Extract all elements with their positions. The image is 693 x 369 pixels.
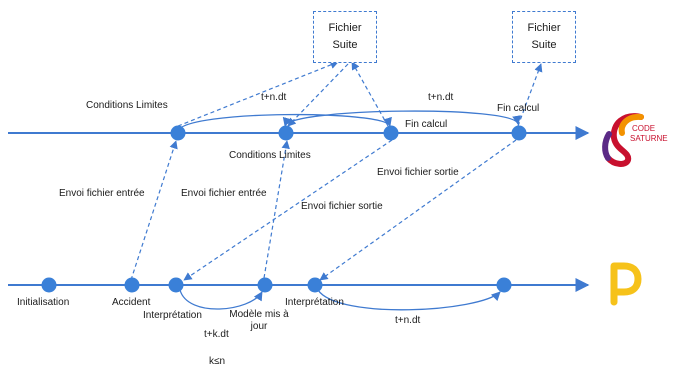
- node-accident: [124, 277, 140, 293]
- arc-tn-dt-bottom: [317, 289, 501, 311]
- label-fin-calcul-1: Fin calcul: [405, 119, 448, 130]
- label-modele-line2: jour: [250, 321, 268, 332]
- label-interpretation-1: Interprétation: [143, 310, 202, 321]
- arc-fin-calcul-1: [282, 110, 522, 127]
- label-tn-dt-right: t+n.dt: [428, 92, 454, 103]
- fichier-suite-1-line2: Suite: [332, 39, 358, 51]
- label-envoi-entree-2: Envoi fichier entrée: [181, 188, 267, 199]
- node-interpretation-1: [168, 277, 184, 293]
- node-interpretation-2: [307, 277, 323, 293]
- p-logo: [610, 262, 642, 306]
- label-envoi-sortie-1: Envoi fichier sortie: [377, 167, 459, 178]
- node-top-1: [170, 125, 186, 141]
- code-saturne-logo: CODE SATURNE: [602, 113, 668, 167]
- label-accident: Accident: [112, 297, 151, 308]
- fichier-suite-2-line1: Fichier: [527, 22, 561, 34]
- node-top-4: [511, 125, 527, 141]
- envoi-sortie-arrow-2: [319, 139, 517, 281]
- file-arrow-up-1: [177, 60, 339, 127]
- node-top-3: [383, 125, 399, 141]
- arc-modele-mis-a-jour: [179, 289, 263, 310]
- code-saturne-logo-line1: CODE: [632, 124, 655, 133]
- file-arrow-down-1: [287, 63, 349, 127]
- file-arrow-up-3: [517, 63, 543, 127]
- label-fin-calcul-2: Fin calcul: [497, 103, 540, 114]
- label-tn-dt-bottom: t+n.dt: [395, 315, 421, 326]
- envoi-entree-arrow-2: [263, 140, 290, 279]
- node-modele: [257, 277, 273, 293]
- label-initialisation: Initialisation: [17, 297, 70, 308]
- node-initialisation: [41, 277, 57, 293]
- label-envoi-entree-1: Envoi fichier entrée: [59, 188, 145, 199]
- label-modele-line1: Modèle mis à: [229, 309, 289, 320]
- label-interpretation-2: Interprétation: [285, 297, 344, 308]
- node-top-2: [278, 125, 294, 141]
- fichier-suite-2-line2: Suite: [531, 39, 557, 51]
- file-arrow-up-2: [351, 61, 389, 127]
- label-conditions-limites-top: Conditions Limites: [86, 100, 168, 111]
- label-tn-dt-left: t+n.dt: [261, 92, 287, 103]
- label-k-le-n: k≤n: [209, 356, 226, 367]
- code-saturne-logo-line2: SATURNE: [630, 134, 668, 143]
- label-envoi-sortie-2: Envoi fichier sortie: [301, 201, 383, 212]
- label-tk-dt: t+k.dt: [204, 329, 229, 340]
- node-bottom-end: [496, 277, 512, 293]
- label-conditions-limites-mid: Conditions Limites: [229, 150, 311, 161]
- fichier-suite-1-line1: Fichier: [328, 22, 362, 34]
- envoi-entree-arrow-1: [130, 140, 178, 281]
